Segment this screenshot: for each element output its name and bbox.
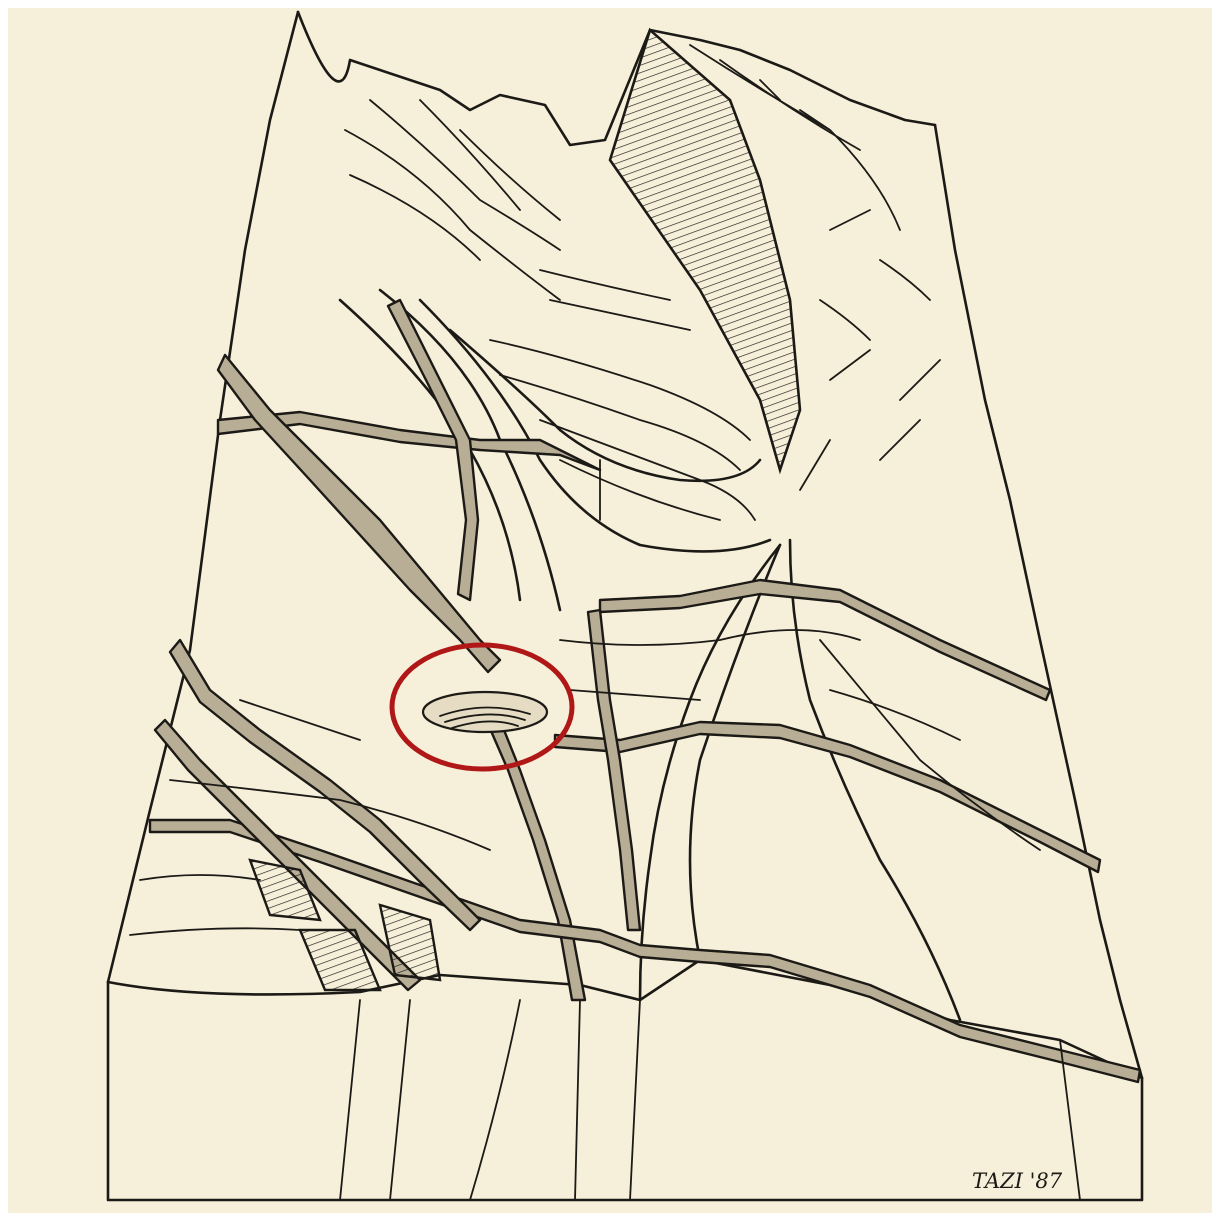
stratigraphic-beds (150, 300, 1140, 1082)
artist-signature: TAZI '87 (972, 1169, 1063, 1193)
hatched-cliff-face (610, 30, 900, 470)
fossil-shell-icon (423, 692, 547, 732)
